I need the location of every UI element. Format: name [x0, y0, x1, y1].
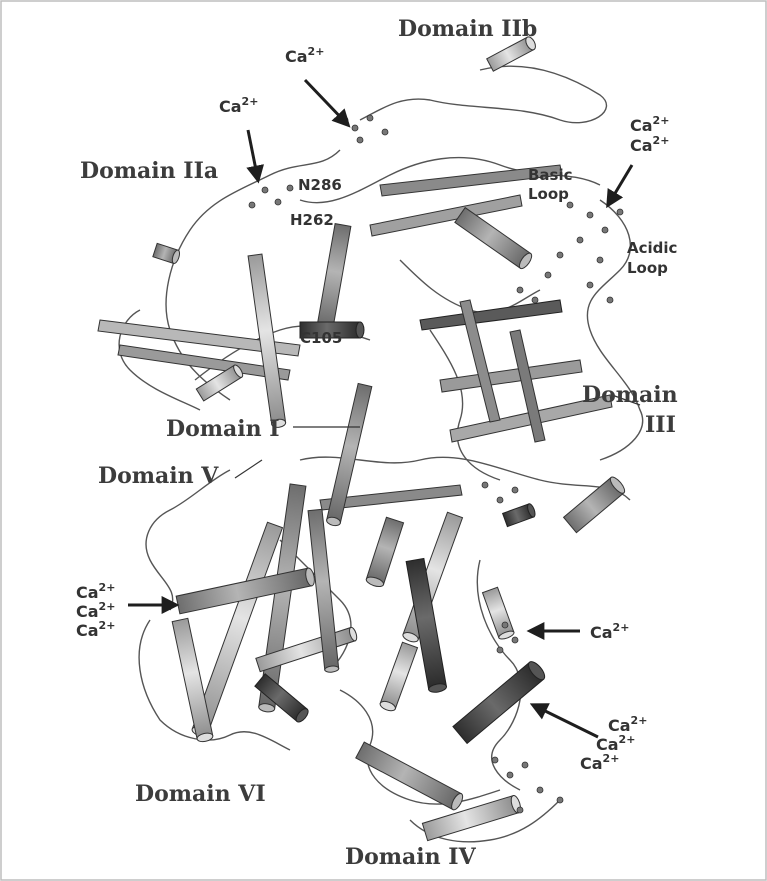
- ca-label-domain-iv-lower-2: Ca2+: [596, 733, 635, 754]
- ca-label-domain-iia: Ca2+: [219, 95, 258, 116]
- arrow-ca-basic-loop: [608, 165, 632, 205]
- ca-label-domain-iv-lower-3: Ca2+: [580, 752, 619, 773]
- ca-label-domain-iv-lower-1: Ca2+: [608, 714, 647, 735]
- arrow-ca-domain-iib: [305, 80, 348, 125]
- label-acidic-loop-line2: Loop: [627, 259, 668, 277]
- label-domain-iia: Domain IIa: [80, 158, 218, 184]
- leader-domain-v: [235, 460, 262, 478]
- ca-label-basic-loop-1: Ca2+: [630, 114, 669, 135]
- arrow-ca-domain-iia: [248, 130, 258, 180]
- ca-label-basic-loop-2: Ca2+: [630, 134, 669, 155]
- ca-label-domain-iv-upper: Ca2+: [590, 621, 629, 642]
- label-acidic-loop-line1: Acidic: [627, 239, 677, 257]
- label-c105: C105: [300, 329, 342, 347]
- label-domain-iib: Domain IIb: [398, 16, 537, 42]
- label-domain-iii-line2: III: [645, 412, 676, 438]
- label-domain-vi: Domain VI: [135, 781, 266, 807]
- ca-label-domain-vi-1: Ca2+: [76, 581, 115, 602]
- label-basic-loop-line2: Loop: [528, 185, 569, 203]
- label-domain-v: Domain V: [98, 463, 219, 489]
- label-n286: N286: [298, 176, 342, 194]
- label-domain-iv: Domain IV: [345, 844, 477, 870]
- domain-labels: Domain IIb Domain IIa Domain I Domain II…: [80, 16, 678, 870]
- arrow-ca-domain-iv-lower: [533, 705, 598, 737]
- ca-label-domain-vi-3: Ca2+: [76, 619, 115, 640]
- label-domain-i: Domain I: [166, 416, 280, 442]
- ca-label-domain-iib: Ca2+: [285, 45, 324, 66]
- label-domain-iii-line1: Domain: [582, 382, 678, 408]
- label-h262: H262: [290, 211, 334, 229]
- label-basic-loop-line1: Basic: [528, 166, 573, 184]
- ca-label-domain-vi-2: Ca2+: [76, 600, 115, 621]
